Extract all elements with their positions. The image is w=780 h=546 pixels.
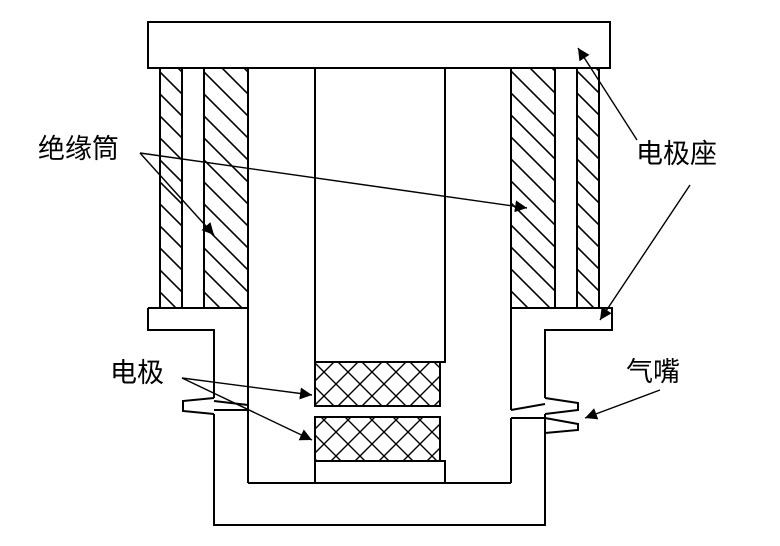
upper-electrode — [314, 361, 441, 407]
arrow-electrode-lower — [181, 377, 313, 441]
arrow-electrode-seat-top — [577, 47, 638, 141]
label-gas-nozzle: 气嘴 — [626, 357, 680, 388]
right-post — [554, 68, 578, 308]
left-post — [181, 68, 205, 308]
arrow-electrode-seat-bottom — [599, 184, 691, 321]
arrow-insulating-tube-left — [139, 152, 215, 236]
right-outer-insulating-tube — [576, 67, 600, 309]
electrode-rod — [314, 68, 446, 363]
arrow-electrode-upper — [181, 377, 313, 400]
label-electrode: 电极 — [110, 358, 164, 389]
lower-electrode — [314, 416, 441, 462]
top-electrode-seat — [147, 21, 611, 69]
left-gas-nozzle — [182, 397, 249, 415]
bottom-electrode-base — [314, 460, 446, 484]
arrow-insulating-tube-right — [139, 152, 528, 213]
lower-housing — [147, 307, 613, 526]
right-gas-nozzle — [510, 397, 579, 434]
label-insulating-tube: 绝缘筒 — [38, 134, 119, 165]
left-inner-insulating-tube — [203, 67, 249, 309]
label-electrode-seat: 电极座 — [636, 139, 717, 170]
arrow-gas-nozzle — [584, 389, 661, 420]
right-inner-insulating-tube — [510, 67, 556, 309]
